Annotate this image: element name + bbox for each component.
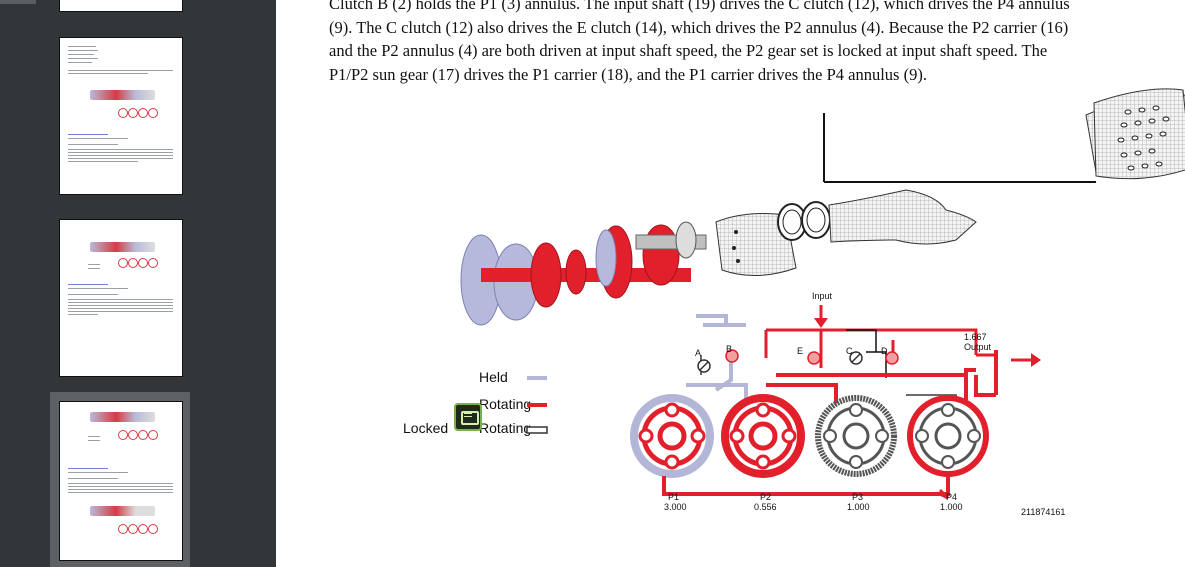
legend-held-swatch: [527, 376, 547, 380]
clutch-label-d: D: [881, 346, 888, 356]
clutch-label-e: E: [797, 346, 803, 356]
gearset-ratio-p3: 1.000: [847, 502, 870, 512]
legend-rotating-label: Rotating: [479, 396, 531, 412]
transmission-figure: Input 1.667 Output: [403, 88, 1185, 517]
thumbnail-sidebar: [0, 0, 276, 567]
output-ratio: 1.667: [964, 332, 987, 342]
legend-locked-swatch: [526, 426, 548, 434]
gearset-p3: [815, 395, 897, 477]
figure-legend: Held Rotating Locked Rotating: [403, 369, 548, 436]
gearset-p2: [721, 394, 805, 478]
output-label: Output: [964, 342, 992, 352]
figure-id: 211874161: [1021, 507, 1065, 517]
comment-annotation-icon[interactable]: [454, 403, 482, 431]
paragraph-line: (9). The C clutch (12) also drives the E…: [329, 17, 1069, 37]
exploded-housing-drawing: [715, 88, 1185, 277]
gearset-p4: [907, 395, 989, 477]
document-page: Clutch B (2) holds the P1 (3) annulus. T…: [276, 0, 1185, 567]
gearset-ratio-p1: 3.000: [664, 502, 687, 512]
powerflow-schematic: Input 1.667 Output: [630, 291, 1065, 517]
clutch-label-a: A: [695, 348, 701, 358]
clutch-label-b: B: [726, 344, 732, 354]
clutch-label-c: C: [846, 346, 853, 356]
page-thumbnail-1[interactable]: [59, 37, 183, 195]
input-label: Input: [812, 291, 833, 301]
legend-locked-rotating-label: Rotating: [479, 420, 531, 436]
exploded-geartrain-drawing: [460, 221, 707, 326]
gearset-name-p1: P1: [668, 492, 679, 502]
gearset-p1: [630, 394, 714, 478]
legend-locked-label: Locked: [403, 420, 448, 436]
gearset-ratio-p4: 1.000: [940, 502, 963, 512]
page-thumbnail-top-partial[interactable]: [59, 0, 183, 12]
gearset-ratio-p2: 0.556: [754, 502, 777, 512]
gearset-name-p2: P2: [760, 492, 771, 502]
gearset-name-p3: P3: [852, 492, 863, 502]
legend-held-label: Held: [479, 369, 508, 385]
paragraph-line: Clutch B (2) holds the P1 (3) annulus. T…: [329, 0, 1070, 13]
gearset-name-p4: P4: [946, 492, 957, 502]
paragraph-line: P1/P2 sun gear (17) drives the P1 carrie…: [329, 64, 927, 84]
page-thumbnail-2[interactable]: [59, 219, 183, 377]
page-thumbnail-3[interactable]: [59, 401, 183, 561]
legend-rotating-swatch: [527, 403, 547, 407]
sidebar-scroll-indicator[interactable]: [0, 0, 36, 4]
paragraph-line: and the P2 annulus (4) are both driven a…: [329, 41, 1048, 60]
document-paragraph: Clutch B (2) holds the P1 (3) annulus. T…: [329, 0, 1159, 86]
